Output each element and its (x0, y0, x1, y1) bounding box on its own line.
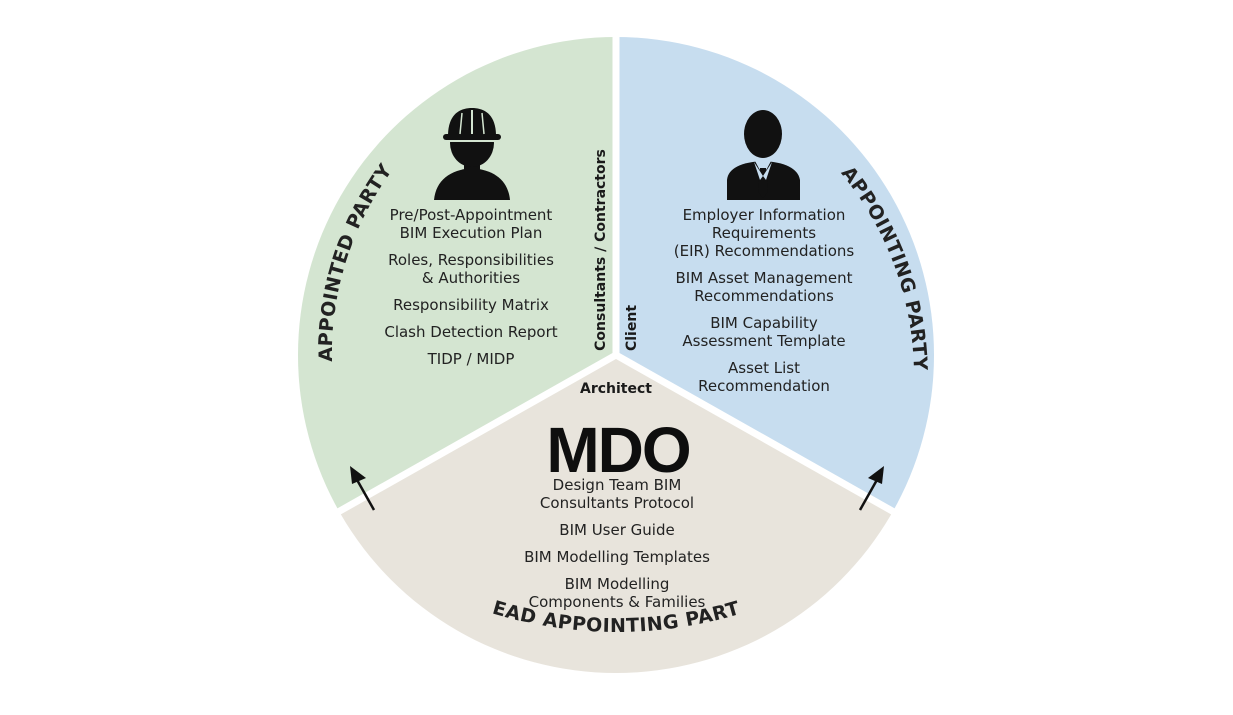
consultants-contractors-label: Consultants / Contractors (593, 149, 609, 351)
mdo-logo: MDO (546, 414, 690, 486)
list-item-line: BIM Modelling (565, 575, 670, 593)
list-item-line: BIM User Guide (559, 521, 674, 539)
arrow-up-left-icon (350, 466, 376, 511)
divider-right (614, 351, 896, 516)
list-item-line: Recommendations (694, 287, 834, 305)
list-item-line: Employer Information (683, 206, 846, 224)
architect-label: Architect (580, 381, 652, 397)
list-item-line: Requirements (712, 224, 816, 242)
list-item-line: Design Team BIM (553, 476, 682, 494)
list-item-line: BIM Capability (710, 314, 818, 332)
list-item-line: Clash Detection Report (384, 323, 557, 341)
list-item-line: (EIR) Recommendations (674, 242, 855, 260)
businessman-icon (727, 110, 800, 200)
arrow-up-right-icon (858, 466, 884, 511)
appointed-party-segment (297, 37, 616, 514)
list-item-line: Roles, Responsibilities (388, 251, 554, 269)
list-item-line: Consultants Protocol (540, 494, 694, 512)
list-item-line: BIM Asset Management (675, 269, 852, 287)
appointing-party-segment (616, 37, 934, 514)
list-item-line: & Authorities (422, 269, 520, 287)
construction-worker-icon (434, 108, 510, 200)
list-item-line: Components & Families (529, 593, 706, 611)
list-item-line: Recommendation (698, 377, 830, 395)
list-item-line: BIM Modelling Templates (524, 548, 710, 566)
list-item-line: Asset List (728, 359, 800, 377)
divider-left (336, 351, 618, 516)
list-item-line: TIDP / MIDP (427, 350, 515, 368)
list-item-line: BIM Execution Plan (400, 224, 543, 242)
list-item-line: Pre/Post-Appointment (390, 206, 553, 224)
list-item-line: Responsibility Matrix (393, 296, 549, 314)
client-label: Client (624, 305, 640, 351)
list-item-line: Assessment Template (682, 332, 845, 350)
